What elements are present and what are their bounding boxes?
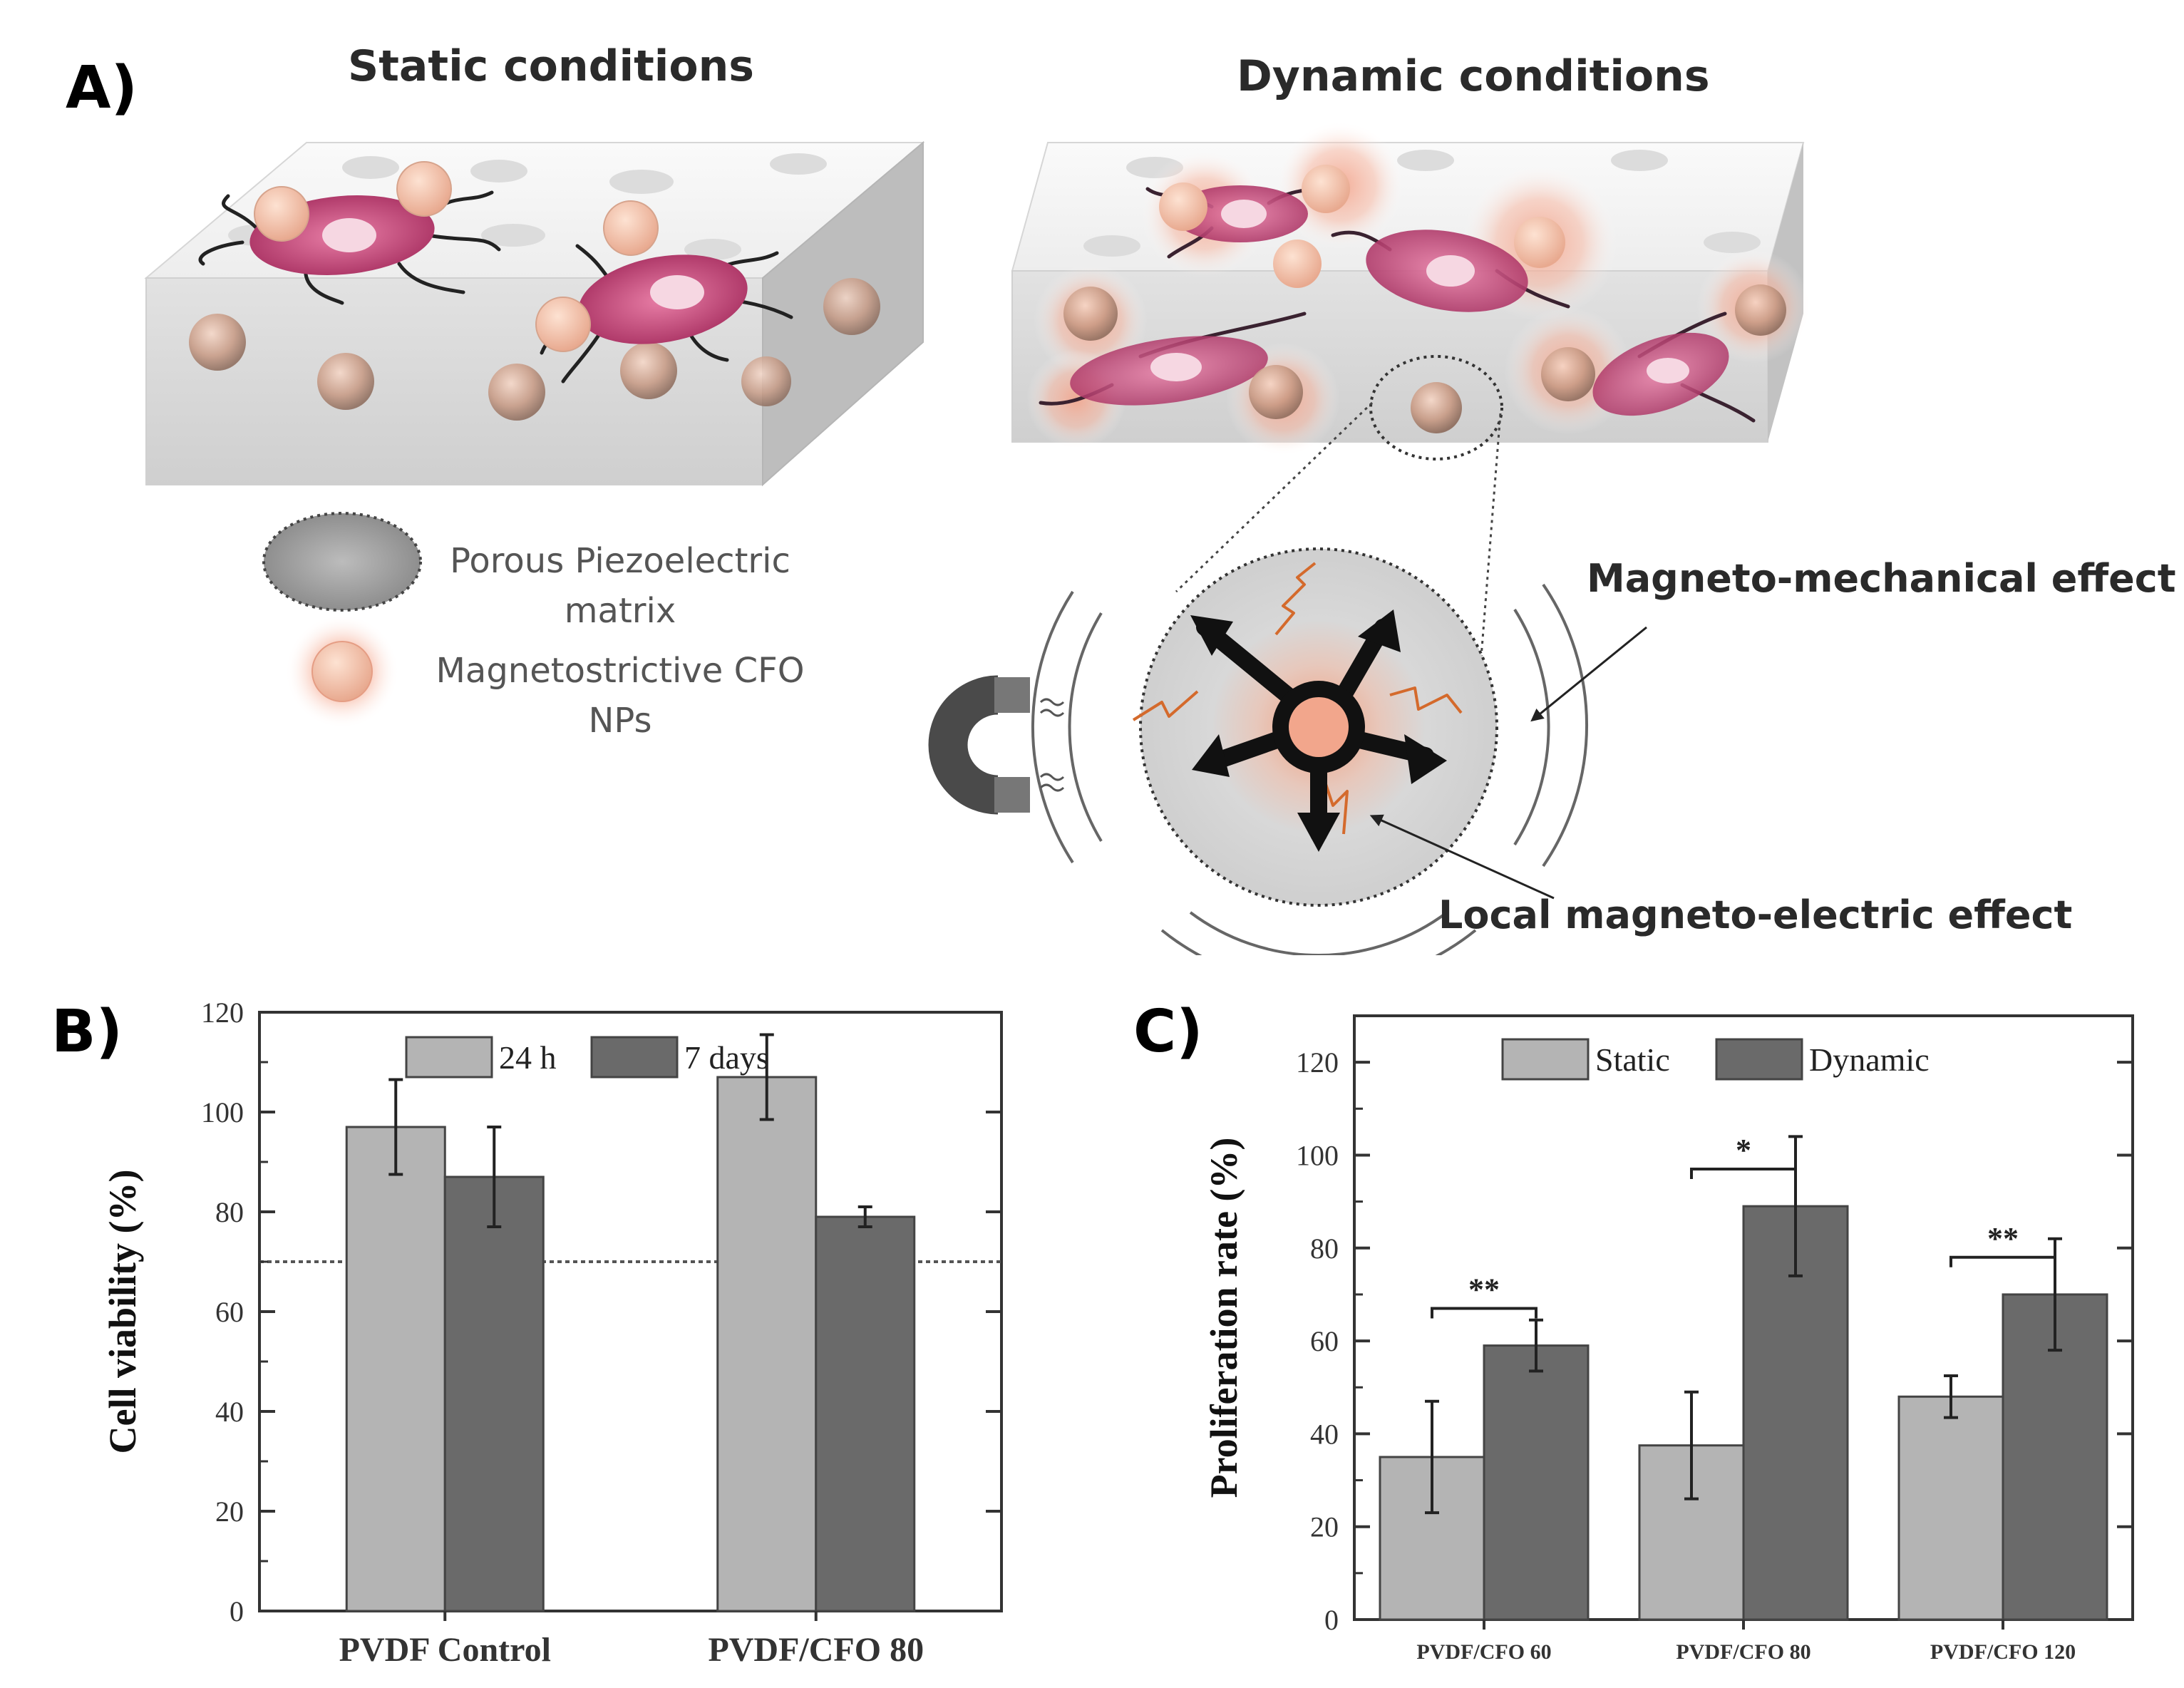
legend-label: 7 days xyxy=(684,1039,769,1076)
x-tick-label: PVDF/CFO 80 xyxy=(708,1631,924,1669)
significance-label: * xyxy=(1736,1133,1751,1168)
legend-swatch xyxy=(1715,1038,1803,1081)
y-tick-label: 40 xyxy=(1310,1418,1339,1450)
legend-nps-line2: NPs xyxy=(588,701,652,741)
static-block xyxy=(144,140,925,487)
bar-24-h xyxy=(345,1126,446,1612)
legend-swatch xyxy=(590,1036,679,1079)
legend-symbols xyxy=(262,512,422,729)
dynamic-block xyxy=(1011,121,1810,460)
panel-a-letter: A) xyxy=(66,54,138,122)
x-tick-label: PVDF Control xyxy=(339,1631,551,1669)
y-tick-label: 60 xyxy=(1310,1325,1339,1357)
bar-static xyxy=(1897,1395,2004,1621)
legend-matrix-line2: matrix xyxy=(564,591,676,631)
y-tick-label: 0 xyxy=(1324,1604,1339,1636)
legend-label: 24 h xyxy=(499,1039,557,1076)
panel-a-illustration xyxy=(144,121,1810,955)
y-tick-label: 80 xyxy=(1310,1232,1339,1265)
legend-swatch xyxy=(1501,1038,1590,1081)
dynamic-conditions-title: Dynamic conditions xyxy=(1237,51,1710,101)
y-tick-label: 120 xyxy=(201,997,244,1029)
significance-bracket xyxy=(1690,1168,1797,1180)
x-tick-label: PVDF/CFO 80 xyxy=(1676,1640,1810,1664)
x-tick-label: PVDF/CFO 120 xyxy=(1930,1640,2076,1664)
panel-b-letter: B) xyxy=(51,998,123,1066)
bar-7-days xyxy=(815,1215,916,1612)
significance-label: ** xyxy=(1468,1272,1500,1307)
legend-swatch xyxy=(405,1036,493,1079)
legend-label: Static xyxy=(1595,1041,1670,1078)
y-tick-label: 100 xyxy=(1296,1139,1339,1171)
y-tick-label: 0 xyxy=(230,1595,244,1627)
significance-bracket xyxy=(1949,1255,2056,1267)
panel-c-letter: C) xyxy=(1133,998,1203,1066)
magneto-electric-label: Local magneto-electric effect xyxy=(1438,892,2073,937)
static-conditions-title: Static conditions xyxy=(348,41,754,91)
y-axis-label: Cell viability (%) xyxy=(101,1170,144,1454)
y-tick-label: 100 xyxy=(201,1096,244,1128)
legend-nps-label: Magnetostrictive CFO NPs xyxy=(421,646,820,746)
y-tick-label: 60 xyxy=(215,1296,244,1328)
y-tick-label: 20 xyxy=(1310,1511,1339,1543)
y-tick-label: 40 xyxy=(215,1396,244,1428)
bar-dynamic xyxy=(1483,1344,1590,1621)
zoom-circle xyxy=(928,401,1647,955)
legend-label: Dynamic xyxy=(1809,1041,1930,1078)
y-tick-label: 80 xyxy=(215,1196,244,1228)
legend-matrix-line1: Porous Piezoelectric xyxy=(450,541,790,581)
x-tick-label: PVDF/CFO 60 xyxy=(1416,1640,1551,1664)
y-tick-label: 20 xyxy=(215,1496,244,1528)
legend-nps-line1: Magnetostrictive CFO xyxy=(436,651,805,691)
y-tick-label: 120 xyxy=(1296,1046,1339,1079)
significance-bracket xyxy=(1431,1307,1537,1319)
magneto-mechanical-label: Magneto-mechanical effect xyxy=(1587,556,2176,601)
legend-matrix-label: Porous Piezoelectric matrix xyxy=(421,536,820,636)
significance-label: ** xyxy=(1987,1221,2019,1256)
y-axis-label: Proliferation rate (%) xyxy=(1202,1138,1245,1498)
